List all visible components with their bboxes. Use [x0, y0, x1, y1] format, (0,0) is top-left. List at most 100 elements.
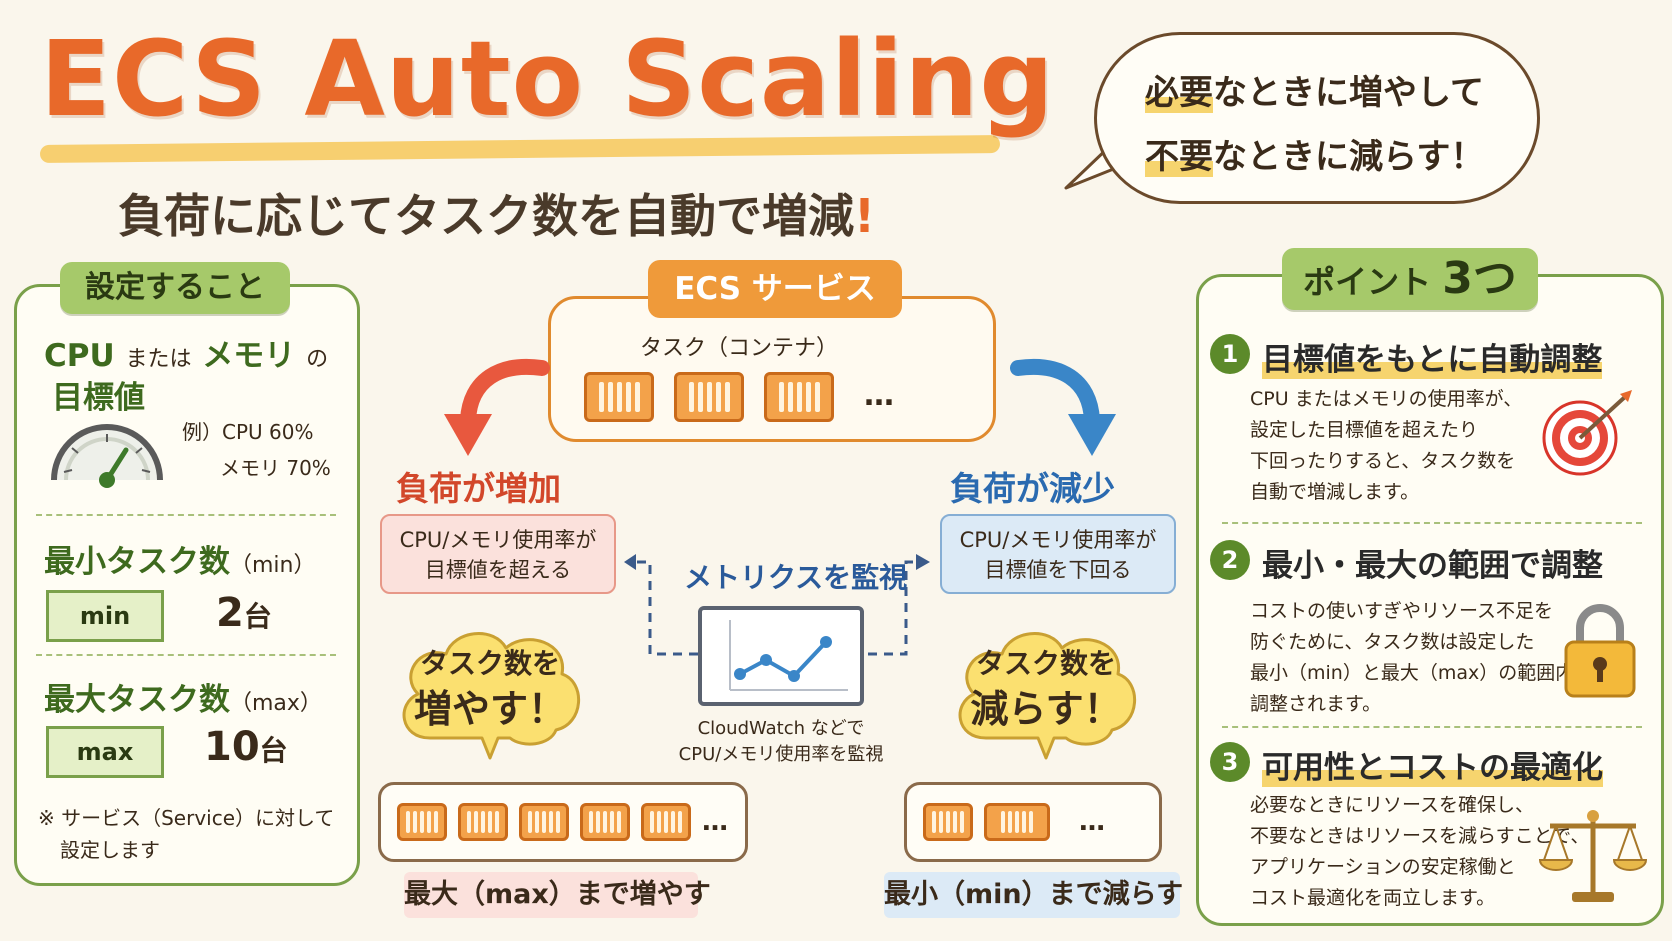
condition-over-line-2: 目標値を超える	[424, 558, 572, 582]
min-tasks-heading: 最小タスク数（min）	[44, 536, 316, 581]
max-tasks-label: 最大タスク数	[44, 682, 230, 718]
max-tasks-heading: 最大タスク数（max）	[44, 674, 322, 719]
task-container	[923, 803, 973, 841]
scale-in-cloud-line-1: タスク数を	[975, 647, 1116, 680]
min-value-box: min	[46, 590, 164, 642]
task-container	[584, 372, 654, 422]
scale-out-arrow-icon	[444, 358, 550, 456]
bubble-highlight-2: 不要	[1145, 137, 1213, 177]
point-body-1: CPU またはメモリの使用率が、 設定した目標値を超えたり 下回ったりすると、タ…	[1250, 384, 1522, 508]
max-value-box: max	[46, 726, 164, 778]
settings-note-line-2: 設定します	[60, 838, 160, 862]
bubble-line-1: 必要なときに増やして	[1145, 65, 1484, 114]
point-3-line-3: アプリケーションの安定稼働と	[1250, 856, 1516, 878]
target-heading-cpu: CPU	[44, 338, 115, 374]
condition-under-line-2: 目標値を下回る	[984, 558, 1132, 582]
scale-to-max-caption: 最大（max）まで増やす	[404, 872, 711, 918]
target-heading-or: または	[125, 347, 192, 372]
max-tasks-unit: （max）	[230, 691, 322, 716]
min-tasks-label: 最小タスク数	[44, 544, 230, 580]
bubble-text-2: なときに減らす！	[1213, 137, 1485, 177]
max-value: 10台	[204, 724, 288, 770]
bubble-highlight-1: 必要	[1145, 73, 1213, 113]
task-container	[580, 803, 630, 841]
max-value-number: 10	[204, 724, 260, 770]
more-tasks-dots: …	[864, 378, 898, 413]
points-divider-2	[1222, 726, 1642, 728]
settings-divider-2	[36, 654, 336, 656]
more-tasks-dots: …	[702, 807, 732, 837]
point-2-line-4: 調整されます。	[1250, 693, 1382, 715]
point-body-2: コストの使いすぎやリソース不足を 防ぐために、タスク数は設定した 最小（min）…	[1250, 596, 1593, 720]
task-container	[397, 803, 447, 841]
point-2-line-3: 最小（min）と最大（max）の範囲内で	[1250, 662, 1594, 684]
point-3-line-2: 不要なときはリソースを減らすことで、	[1250, 825, 1590, 847]
points-tag-count: 3つ	[1442, 253, 1517, 304]
max-tasks-row: …	[378, 782, 748, 862]
point-3-line-1: 必要なときにリソースを確保し、	[1250, 794, 1535, 816]
point-number-3: 3	[1210, 742, 1250, 782]
target-heading-memory: メモリ	[202, 338, 296, 374]
task-container	[674, 372, 744, 422]
lock-icon	[1564, 604, 1636, 698]
scale-to-min-caption: 最小（min）まで減らす	[884, 872, 1183, 918]
target-heading-line2: 目標値	[52, 380, 145, 416]
target-icon	[1542, 390, 1632, 476]
load-decrease-label: 負荷が減少	[950, 469, 1115, 508]
task-label: タスク（コンテナ）	[640, 336, 839, 361]
point-heading-1: 目標値をもとに自動調整	[1262, 334, 1603, 379]
cloudwatch-caption-line-1: CloudWatch などで	[697, 718, 865, 739]
points-tag: ポイント 3つ	[1282, 248, 1538, 310]
settings-note-line-1: ※ サービス（Service）に対して	[38, 806, 335, 830]
condition-over-line-1: CPU/メモリ使用率が	[399, 528, 597, 552]
scale-in-cloud-line-2: 減らす！	[970, 687, 1122, 731]
min-value-number: 2	[216, 590, 244, 636]
bubble-line-2: 不要なときに減らす！	[1145, 129, 1484, 178]
task-container	[984, 803, 1050, 841]
metrics-monitoring-label: メトリクスを監視	[684, 561, 908, 594]
bubble-text-1: なときに増やして	[1213, 73, 1484, 113]
metrics-arrowhead-icon	[916, 554, 930, 570]
load-increase-label: 負荷が増加	[396, 469, 561, 508]
subtitle-exclamation: !	[854, 189, 875, 243]
point-heading-2: 最小・最大の範囲で調整	[1262, 548, 1603, 584]
point-1-line-1: CPU またはメモリの使用率が、	[1250, 388, 1523, 410]
scale-out-cloud-line-2: 増やす！	[413, 687, 566, 731]
target-heading-no: の	[306, 347, 329, 372]
point-body-3: 必要なときにリソースを確保し、 不要なときはリソースを減らすことで、 アプリケー…	[1250, 790, 1589, 914]
scale-out-cloud-line-1: タスク数を	[419, 647, 560, 680]
condition-over-target: CPU/メモリ使用率が 目標値を超える	[380, 514, 616, 594]
scale-icon	[1538, 810, 1648, 902]
scale-in-arrow-icon	[1010, 358, 1116, 456]
line-chart-icon	[729, 620, 848, 691]
point-number-1: 1	[1210, 334, 1250, 374]
page-subtitle: 負荷に応じてタスク数を自動で増減!	[118, 180, 875, 246]
condition-under-target: CPU/メモリ使用率が 目標値を下回る	[940, 514, 1176, 594]
ecs-service-tag: ECS サービス	[648, 260, 902, 318]
scale-out-cloud: タスク数を 増やす！	[390, 620, 590, 770]
points-tag-text: ポイント	[1303, 263, 1432, 301]
condition-under-line-1: CPU/メモリ使用率が	[959, 528, 1157, 552]
point-2-line-2: 防ぐために、タスク数は設定した	[1250, 631, 1535, 653]
points-divider-1	[1222, 522, 1642, 524]
task-container	[641, 803, 691, 841]
min-tasks-unit: （min）	[230, 553, 316, 578]
speech-bubble: 必要なときに増やして 不要なときに減らす！	[1094, 32, 1540, 204]
point-3-line-4: コスト最適化を両立します。	[1250, 887, 1496, 909]
task-container	[764, 372, 834, 422]
subtitle-text: 負荷に応じてタスク数を自動で増減	[118, 189, 854, 243]
target-heading: CPU または メモリ の	[44, 330, 328, 375]
point-2-line-1: コストの使いすぎやリソース不足を	[1250, 600, 1554, 622]
metrics-connector	[624, 554, 918, 656]
settings-tag: 設定すること	[60, 262, 290, 314]
point-heading-3: 可用性とコストの最適化	[1262, 742, 1603, 787]
task-container	[519, 803, 569, 841]
page-title: ECS Auto Scaling	[40, 18, 1055, 140]
gauge-icon	[51, 424, 163, 488]
min-value: 2台	[216, 590, 272, 636]
max-value-counter: 台	[259, 734, 288, 767]
cloud-shape-icon	[958, 632, 1136, 760]
min-value-counter: 台	[243, 600, 272, 633]
task-container	[458, 803, 508, 841]
example-memory: メモリ 70%	[220, 456, 331, 480]
